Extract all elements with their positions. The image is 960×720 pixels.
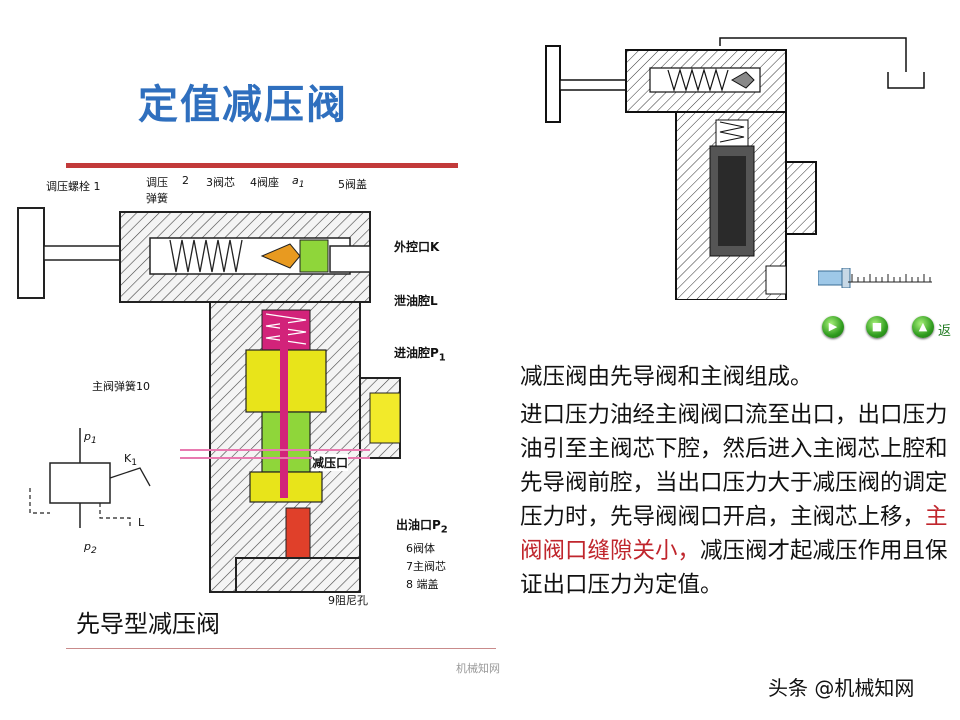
page-title: 定值减压阀	[138, 82, 348, 128]
label-valve-body: 6阀体	[406, 542, 435, 555]
source-credit: 头条 @机械知网	[768, 676, 915, 700]
symbol-l: L	[138, 516, 145, 529]
label-valve-seat: 4阀座	[250, 176, 279, 189]
label-drain-chamber: 泄油腔L	[394, 294, 438, 308]
description-paragraph-2: 进口压力油经主阀阀口流至出口，出口压力油引至主阀芯下腔，然后进入主阀芯上腔和先导…	[520, 402, 948, 598]
animation-slider[interactable]	[817, 267, 932, 289]
label-external-port: 外控口K	[394, 240, 440, 254]
caption-divider	[66, 648, 496, 649]
label-inlet-chamber: 进油腔P1	[394, 346, 446, 364]
stop-button[interactable]: ■	[866, 316, 888, 338]
label-outlet-port: 出油口P2	[396, 518, 448, 536]
back-arrow-icon: ▲	[918, 320, 928, 333]
play-icon: ▶	[828, 320, 838, 333]
label-a1: a1	[292, 174, 305, 191]
diagram-caption: 先导型减压阀	[76, 610, 220, 638]
play-button[interactable]: ▶	[822, 316, 844, 338]
label-reduce-port: 减压口	[312, 454, 349, 471]
back-button-label[interactable]: 返	[938, 324, 952, 339]
label-num-2: 2	[182, 174, 189, 187]
label-end-cover: 8 端盖	[406, 578, 439, 591]
symbol-p1: p1	[84, 430, 97, 447]
label-main-spring: 主阀弹簧10	[92, 380, 150, 393]
description-text: 减压阀由先导阀和主阀组成。 进口压力油经主阀阀口流至出口，出口压力油引至主阀芯下…	[520, 360, 950, 606]
label-damper: 9阻尼孔	[328, 594, 368, 607]
label-valve-core: 3阀芯	[206, 176, 235, 189]
label-main-core: 7主阀芯	[406, 560, 446, 573]
section-drawing	[17, 207, 401, 593]
title-underline	[66, 163, 458, 168]
highlighted-text: 主阀阀口缝隙关小，	[520, 504, 948, 564]
pilot-valve-section-diagram: 调压螺栓 1 调压 弹簧 2 3阀芯 4阀座 a1 5阀盖 外控口K 泄油腔L …	[0, 168, 470, 608]
description-paragraph-1: 减压阀由先导阀和主阀组成。	[520, 364, 813, 390]
label-adjust-screw: 调压螺栓 1	[46, 180, 101, 193]
symbol-k1: K1	[124, 452, 138, 469]
watermark: 机械知网	[456, 662, 500, 675]
label-spring-1: 调压	[146, 176, 168, 189]
symbol-p2: p2	[84, 540, 97, 557]
stop-icon: ■	[871, 320, 883, 333]
slider-scale	[817, 267, 932, 289]
animation-drawing	[545, 37, 925, 301]
back-button[interactable]: ▲	[912, 316, 934, 338]
valve-animation-diagram	[540, 30, 940, 301]
label-valve-cover: 5阀盖	[338, 178, 367, 191]
label-spring-2: 弹簧	[146, 192, 168, 205]
